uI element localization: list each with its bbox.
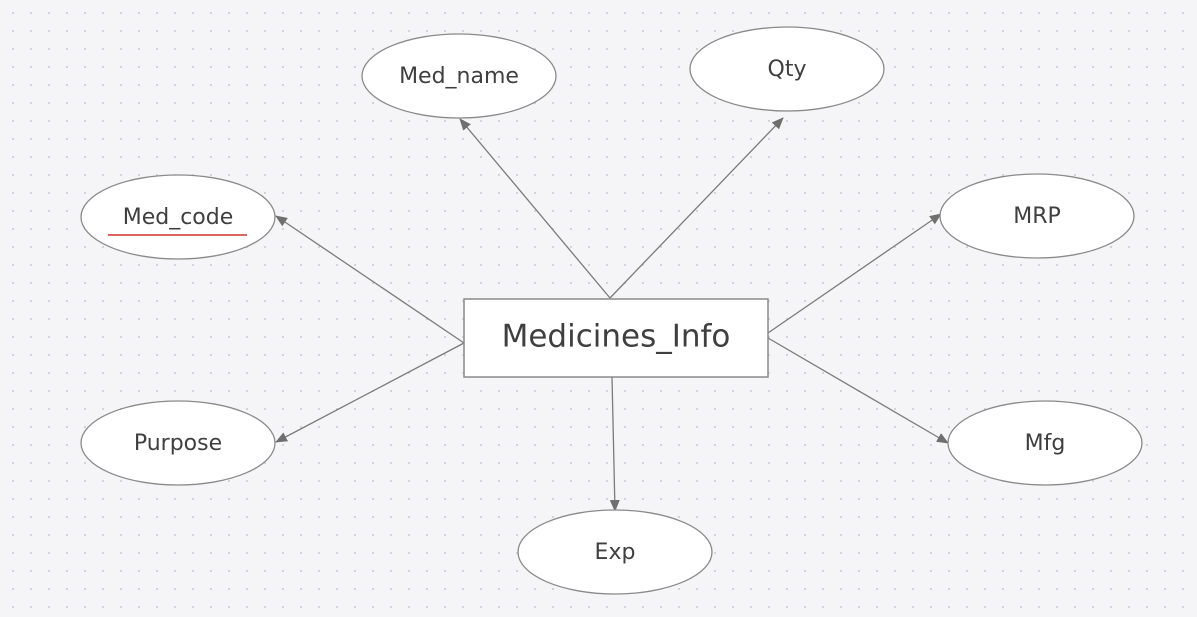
- connector-purpose: [275, 342, 465, 443]
- attribute-med-name[interactable]: Med_name: [361, 33, 557, 119]
- attribute-label: Med_name: [399, 64, 519, 89]
- attribute-label: Exp: [595, 540, 636, 565]
- attribute-ellipse: [947, 400, 1143, 486]
- attribute-ellipse: [80, 174, 276, 260]
- attribute-mrp[interactable]: MRP: [939, 173, 1135, 259]
- attribute-qty[interactable]: Qty: [689, 26, 885, 112]
- attribute-ellipse: [517, 509, 713, 595]
- connector-med-name: [459, 118, 611, 299]
- attribute-label: Qty: [768, 57, 807, 82]
- attribute-ellipse: [689, 26, 885, 112]
- entity-label: Medicines_Info: [502, 319, 731, 355]
- attribute-label-primary-key: Med_code: [123, 205, 234, 230]
- connector-exp: [609, 376, 620, 512]
- entity-box: [463, 298, 769, 378]
- attribute-med-code[interactable]: Med_code: [80, 174, 276, 260]
- attribute-mfg[interactable]: Mfg: [947, 400, 1143, 486]
- attribute-label: MRP: [1013, 204, 1061, 229]
- attribute-ellipse: [361, 33, 557, 119]
- attribute-purpose[interactable]: Purpose: [80, 400, 276, 486]
- connector-med-code: [275, 215, 465, 344]
- connector-mrp: [767, 213, 942, 334]
- attribute-label: Purpose: [134, 431, 222, 456]
- attribute-ellipse: [80, 400, 276, 486]
- connector-mfg: [767, 337, 949, 444]
- connector-qty: [609, 117, 784, 299]
- attribute-ellipse: [939, 173, 1135, 259]
- attribute-exp[interactable]: Exp: [517, 509, 713, 595]
- attribute-label: Mfg: [1025, 431, 1066, 456]
- entity-medicines-info[interactable]: Medicines_Info: [463, 298, 769, 378]
